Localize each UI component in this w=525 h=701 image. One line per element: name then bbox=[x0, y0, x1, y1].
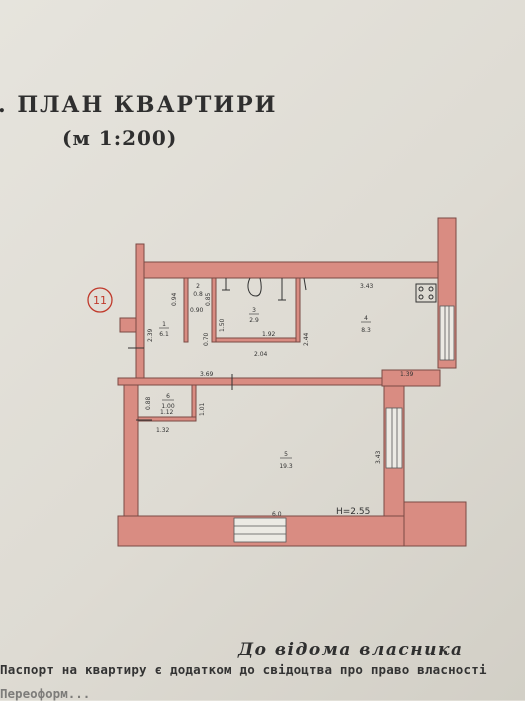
room-6-area: 1.00 bbox=[161, 403, 175, 410]
owner-heading: До відома власника bbox=[238, 640, 464, 660]
dim-0-88: 0.88 bbox=[145, 396, 152, 410]
window-bottom bbox=[233, 517, 287, 543]
dim-0-90: 0.90 bbox=[190, 307, 204, 314]
dim-3-43-right: 3.43 bbox=[375, 450, 382, 464]
floor-plan: 0.94 0.85 0.90 1.50 0.70 2.39 1.92 2.04 … bbox=[87, 217, 467, 547]
room-4-area: 8.3 bbox=[361, 327, 371, 334]
apartment-number-badge: 11 bbox=[87, 287, 113, 313]
page-title: . ПЛАН КВАРТИРИ bbox=[0, 92, 278, 118]
dim-1-32: 1.32 bbox=[156, 427, 170, 434]
owner-note-line2: Переоформ... bbox=[0, 686, 91, 701]
room-3-number: 3 bbox=[252, 307, 256, 314]
room-3-area: 2.9 bbox=[249, 317, 259, 324]
dim-1-12: 1.12 bbox=[160, 409, 174, 416]
window-right-lower bbox=[385, 407, 403, 469]
wall-right-bottom bbox=[403, 501, 467, 547]
wall-bath-right bbox=[295, 277, 301, 343]
dim-6-0: 6.0 bbox=[272, 511, 282, 518]
room-4-number: 4 bbox=[364, 315, 368, 322]
dim-0-70: 0.70 bbox=[203, 332, 210, 346]
walls bbox=[117, 217, 467, 547]
room-6-number: 6 bbox=[166, 393, 170, 400]
stove-icon bbox=[415, 283, 437, 303]
wall-bath-left bbox=[183, 277, 189, 343]
wall-nub bbox=[119, 317, 137, 333]
dim-1-39: 1.39 bbox=[400, 371, 414, 378]
dim-3-69: 3.69 bbox=[200, 371, 214, 378]
wall-middle bbox=[117, 377, 383, 386]
wall-top bbox=[135, 261, 455, 279]
dim-1-92: 1.92 bbox=[262, 331, 276, 338]
scale-label: (м 1:200) bbox=[62, 126, 178, 150]
room-2-area: 0.8 bbox=[193, 291, 203, 298]
dim-2-44: 2.44 bbox=[303, 332, 310, 346]
ceiling-height: H=2.55 bbox=[336, 507, 370, 517]
dim-1-50: 1.50 bbox=[219, 318, 226, 332]
apartment-number: 11 bbox=[93, 294, 107, 307]
wall-left-upper bbox=[135, 243, 145, 385]
dim-2-39: 2.39 bbox=[147, 328, 154, 342]
wall-storage-right bbox=[191, 384, 197, 422]
owner-note-line1: Паспорт на квартиру є додатком до свідоц… bbox=[0, 662, 487, 677]
dim-0-85: 0.85 bbox=[205, 292, 212, 306]
room-1-area: 6.1 bbox=[159, 331, 169, 338]
dim-0-94: 0.94 bbox=[171, 292, 178, 306]
room-2-number: 2 bbox=[196, 283, 200, 290]
dim-2-04: 2.04 bbox=[254, 351, 268, 358]
dim-3-43-top: 3.43 bbox=[360, 283, 374, 290]
wall-storage-bottom bbox=[137, 416, 197, 422]
bathroom-fixtures-icon bbox=[222, 277, 307, 301]
room-1-number: 1 bbox=[162, 321, 166, 328]
wall-bath-mid bbox=[211, 277, 217, 343]
windows bbox=[233, 305, 455, 543]
room-5-number: 5 bbox=[284, 451, 288, 458]
wall-left-lower bbox=[123, 384, 139, 518]
dim-1-01: 1.01 bbox=[199, 402, 206, 416]
wall-bath-bottom bbox=[215, 337, 301, 343]
wall-right-middle bbox=[381, 369, 441, 387]
room-5-area: 19.3 bbox=[279, 463, 293, 470]
window-right bbox=[439, 305, 455, 361]
